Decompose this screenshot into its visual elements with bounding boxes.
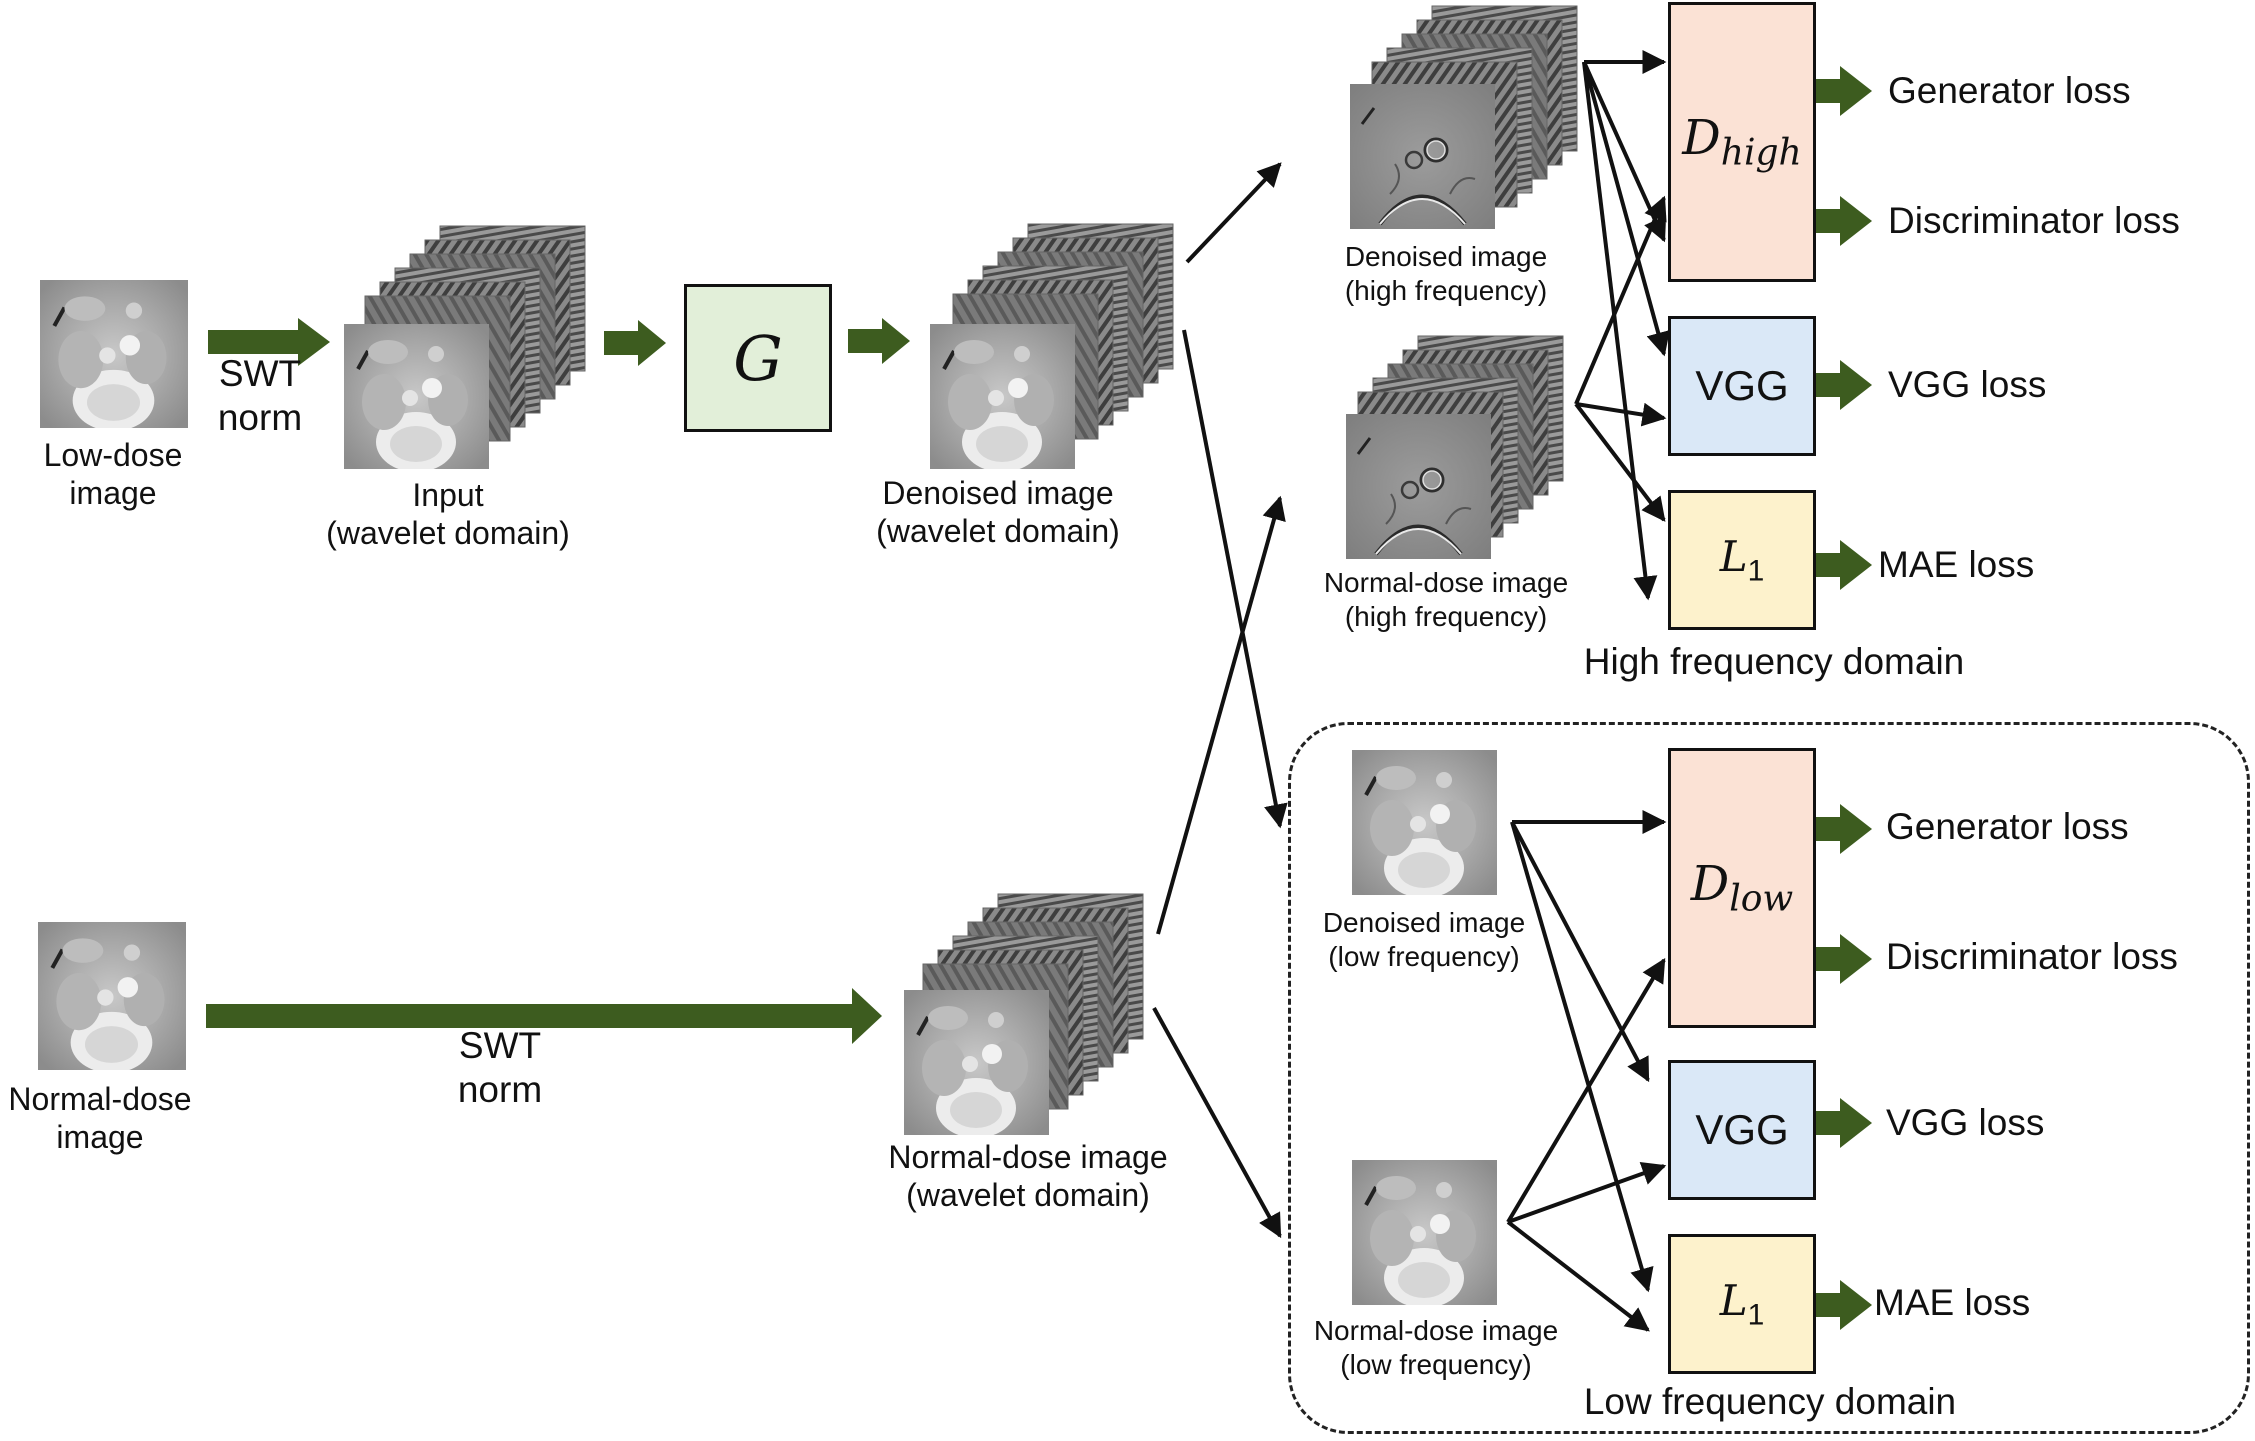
arrow-input-to-generator	[604, 320, 666, 366]
l1-low-sub: 1	[1747, 1298, 1765, 1332]
vgg-loss-high-label: VGG loss	[1888, 364, 2047, 405]
vgg-low-label: VGG	[1695, 1106, 1789, 1153]
normal-dose-wavelet-stack	[904, 893, 1144, 1135]
denoised-low-frequency-label: Denoised image (low frequency)	[1322, 907, 1526, 972]
normal-dose-low-frequency-label: Normal-dose image (low frequency)	[1313, 1315, 1559, 1380]
discriminator-loss-arrow-high	[1814, 196, 1874, 246]
split-arrows	[1152, 162, 1288, 1239]
vgg-loss-low-label: VGG loss	[1886, 1102, 2045, 1143]
swt-norm-bottom-label: SWT norm	[457, 1025, 543, 1111]
denoised-high-frequency-label: Denoised image (high frequency)	[1344, 241, 1548, 306]
denoised-wavelet-label: Denoised image (wavelet domain)	[876, 475, 1120, 550]
l1-high-base: L	[1719, 531, 1748, 581]
discriminator-loss-high-label: Discriminator loss	[1888, 200, 2180, 241]
l1-high-block: L1	[1668, 490, 1816, 630]
mae-loss-arrow-high	[1814, 540, 1874, 590]
arrow-normal-to-high	[1156, 495, 1286, 935]
discriminator-loss-arrow-low	[1814, 934, 1874, 984]
vgg-high-block: VGG	[1668, 316, 1816, 456]
denoised-high-frequency-stack	[1350, 5, 1578, 229]
arrow-denoised-to-low	[1182, 329, 1288, 829]
discriminator-high-sub: high	[1720, 132, 1802, 174]
normal-dose-high-frequency-stack	[1346, 335, 1564, 559]
discriminator-low-base: D	[1690, 856, 1730, 913]
generator-loss-low-label: Generator loss	[1886, 806, 2129, 847]
swt-arrow-top	[208, 318, 330, 366]
denoised-wavelet-stack	[930, 223, 1174, 469]
generator-loss-high-label: Generator loss	[1888, 70, 2131, 111]
generator-block: G	[684, 284, 832, 432]
discriminator-loss-low-label: Discriminator loss	[1886, 936, 2178, 977]
generator-loss-arrow-high	[1814, 66, 1874, 116]
arrow-normal-to-low	[1152, 1007, 1282, 1239]
normal-dose-ct-image	[38, 922, 186, 1073]
mae-loss-high-label: MAE loss	[1878, 544, 2035, 585]
normal-dose-image-label: Normal-dose image	[8, 1081, 192, 1156]
vgg-high-label: VGG	[1695, 362, 1789, 409]
generator-loss-arrow-low	[1814, 804, 1874, 854]
l1-high-sub: 1	[1747, 554, 1765, 588]
swt-norm-top-label: SWT norm	[217, 353, 303, 439]
discriminator-low-block: Dlow	[1668, 748, 1816, 1028]
high-domain-arrows	[1574, 50, 1670, 601]
input-wavelet-label: Input (wavelet domain)	[326, 477, 570, 552]
low-frequency-domain-label: Low frequency domain	[1583, 1381, 1957, 1422]
normal-dose-wavelet-label: Normal-dose image (wavelet domain)	[888, 1139, 1168, 1214]
mae-loss-arrow-low	[1814, 1280, 1874, 1330]
low-dose-image-label: Low-dose image	[43, 437, 183, 512]
low-frequency-domain-frame	[1288, 722, 2250, 1434]
arrow-generator-to-output	[848, 318, 910, 364]
vgg-loss-arrow-low	[1814, 1098, 1874, 1148]
discriminator-high-block: Dhigh	[1668, 2, 1816, 282]
l1-low-block: L1	[1668, 1234, 1816, 1374]
arrow-denoised-to-high	[1185, 162, 1282, 264]
normal-dose-high-frequency-label: Normal-dose image (high frequency)	[1323, 567, 1569, 632]
generator-label: G	[733, 321, 783, 395]
l1-low-base: L	[1719, 1275, 1748, 1325]
swt-arrow-bottom	[206, 988, 882, 1044]
discriminator-high-base: D	[1682, 110, 1721, 167]
high-frequency-domain-label: High frequency domain	[1583, 641, 1965, 682]
input-wavelet-stack	[344, 225, 586, 469]
low-domain-arrows	[1506, 810, 1667, 1332]
vgg-low-block: VGG	[1668, 1060, 1816, 1200]
discriminator-low-sub: low	[1729, 878, 1794, 920]
low-dose-ct-image	[40, 280, 188, 431]
vgg-loss-arrow-high	[1814, 360, 1874, 410]
mae-loss-low-label: MAE loss	[1874, 1282, 2031, 1323]
